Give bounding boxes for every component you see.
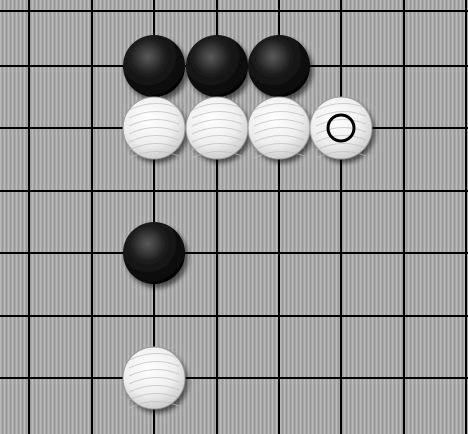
black-stone [248,35,310,97]
white-stone [248,97,310,159]
black-stone [123,222,185,284]
black-stone [186,35,248,97]
white-stone [123,97,185,159]
white-stone [310,97,372,159]
white-stone [123,347,185,409]
black-stone [123,35,185,97]
white-stone [186,97,248,159]
